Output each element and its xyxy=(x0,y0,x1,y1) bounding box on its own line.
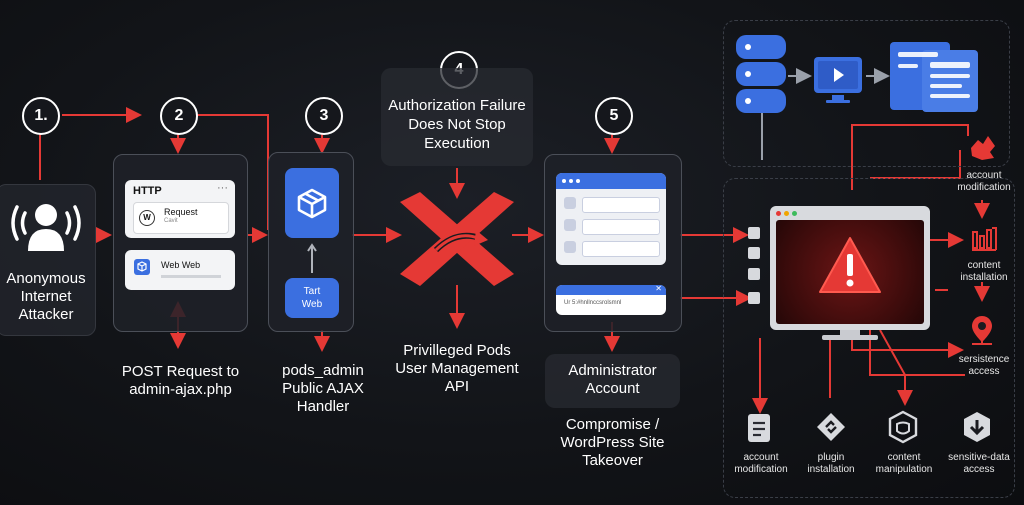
request-sublabel: Cavit xyxy=(164,218,178,224)
web-placeholder-line xyxy=(161,275,221,278)
box-icon xyxy=(297,188,327,219)
step-2-panel: HTTP ··· W Request Cavit Web Web xyxy=(113,154,248,332)
bottom-label-4: sensitive-data access xyxy=(948,452,1010,475)
up-arrow xyxy=(307,243,317,273)
hand-icon xyxy=(971,136,995,160)
step-3-marker: 3 xyxy=(305,97,343,135)
shield-icon xyxy=(888,410,918,444)
modal-close-icon[interactable]: ✕ xyxy=(655,284,662,293)
step-2-caption: POST Request to admin-ajax.php xyxy=(121,363,240,398)
wordpress-icon: W xyxy=(139,210,155,226)
request-label: Request xyxy=(164,207,198,217)
ajax-handler-tile xyxy=(285,168,339,238)
cube-icon xyxy=(134,259,150,275)
compromised-monitor xyxy=(770,206,930,330)
step-4-title: Authorization Failure Does Not Stop Exec… xyxy=(388,97,526,152)
http-card: HTTP ··· W Request Cavit xyxy=(125,180,235,238)
step-4-panel: Authorization Failure Does Not Stop Exec… xyxy=(381,68,533,166)
admin-window xyxy=(556,173,666,265)
database-icon xyxy=(736,35,786,113)
admin-modal: ✕ Ur 5:#hnllnccsrolsmnl xyxy=(556,284,666,315)
step-5-panel: ✕ Ur 5:#hnllnccsrolsmnl xyxy=(544,154,682,332)
right-label-2: content installation xyxy=(960,260,1008,283)
right-label-1: account modification xyxy=(957,170,1011,193)
download-shield-icon xyxy=(964,412,990,442)
document-icon xyxy=(748,414,770,442)
plugin-icon xyxy=(817,413,845,441)
request-row: W Request Cavit xyxy=(133,202,229,234)
monitor-base xyxy=(822,335,878,340)
top-right-region xyxy=(723,20,1010,167)
document-stack-icon xyxy=(890,42,978,112)
monitor-stand xyxy=(840,330,860,336)
step-5-subcaption: Compromise / WordPress Site Takeover xyxy=(560,416,665,469)
web-label: Web Web xyxy=(161,260,201,270)
attacker-panel: Anonymous Internet Attacker xyxy=(0,184,96,336)
location-pin-icon xyxy=(972,316,992,345)
port-3 xyxy=(748,268,760,280)
web-tile: Tart Web xyxy=(285,278,339,318)
bars-icon xyxy=(972,227,997,251)
web-card: Web Web xyxy=(125,250,235,290)
video-monitor-icon xyxy=(814,57,862,103)
attacker-label: Anonymous Internet Attacker xyxy=(6,270,86,323)
http-card-title: HTTP xyxy=(133,185,162,197)
warning-icon xyxy=(819,237,881,293)
step-3-caption: pods_admin Public AJAX Handler xyxy=(282,362,364,415)
blocked-cross-icon xyxy=(400,192,514,286)
step-3-panel: Tart Web xyxy=(268,152,354,332)
web-tile-label: Tart Web xyxy=(301,286,323,310)
modal-text: Ur 5:#hnllnccsrolsmnl xyxy=(564,300,622,306)
attacker-icon xyxy=(11,204,81,251)
right-label-3: sersistence access xyxy=(958,354,1010,377)
http-card-menu-icon[interactable]: ··· xyxy=(217,182,228,194)
step-4-caption: Privilleged Pods User Management API xyxy=(395,342,519,395)
admin-window-titlebar xyxy=(556,173,666,189)
step-1-marker: 1. xyxy=(22,97,60,135)
step-2-marker: 2 xyxy=(160,97,198,135)
step-5-caption: Administrator Account xyxy=(568,362,657,397)
step-5-marker: 5 xyxy=(595,97,633,135)
port-2 xyxy=(748,247,760,259)
bottom-label-2: plugin installation xyxy=(807,452,855,475)
admin-account-caption-box: Administrator Account xyxy=(545,354,680,408)
port-1 xyxy=(748,227,760,239)
bottom-label-1: account modification xyxy=(734,452,788,475)
impact-region xyxy=(723,178,1015,498)
bottom-label-3: content manipulation xyxy=(875,452,933,475)
port-4 xyxy=(748,292,760,304)
